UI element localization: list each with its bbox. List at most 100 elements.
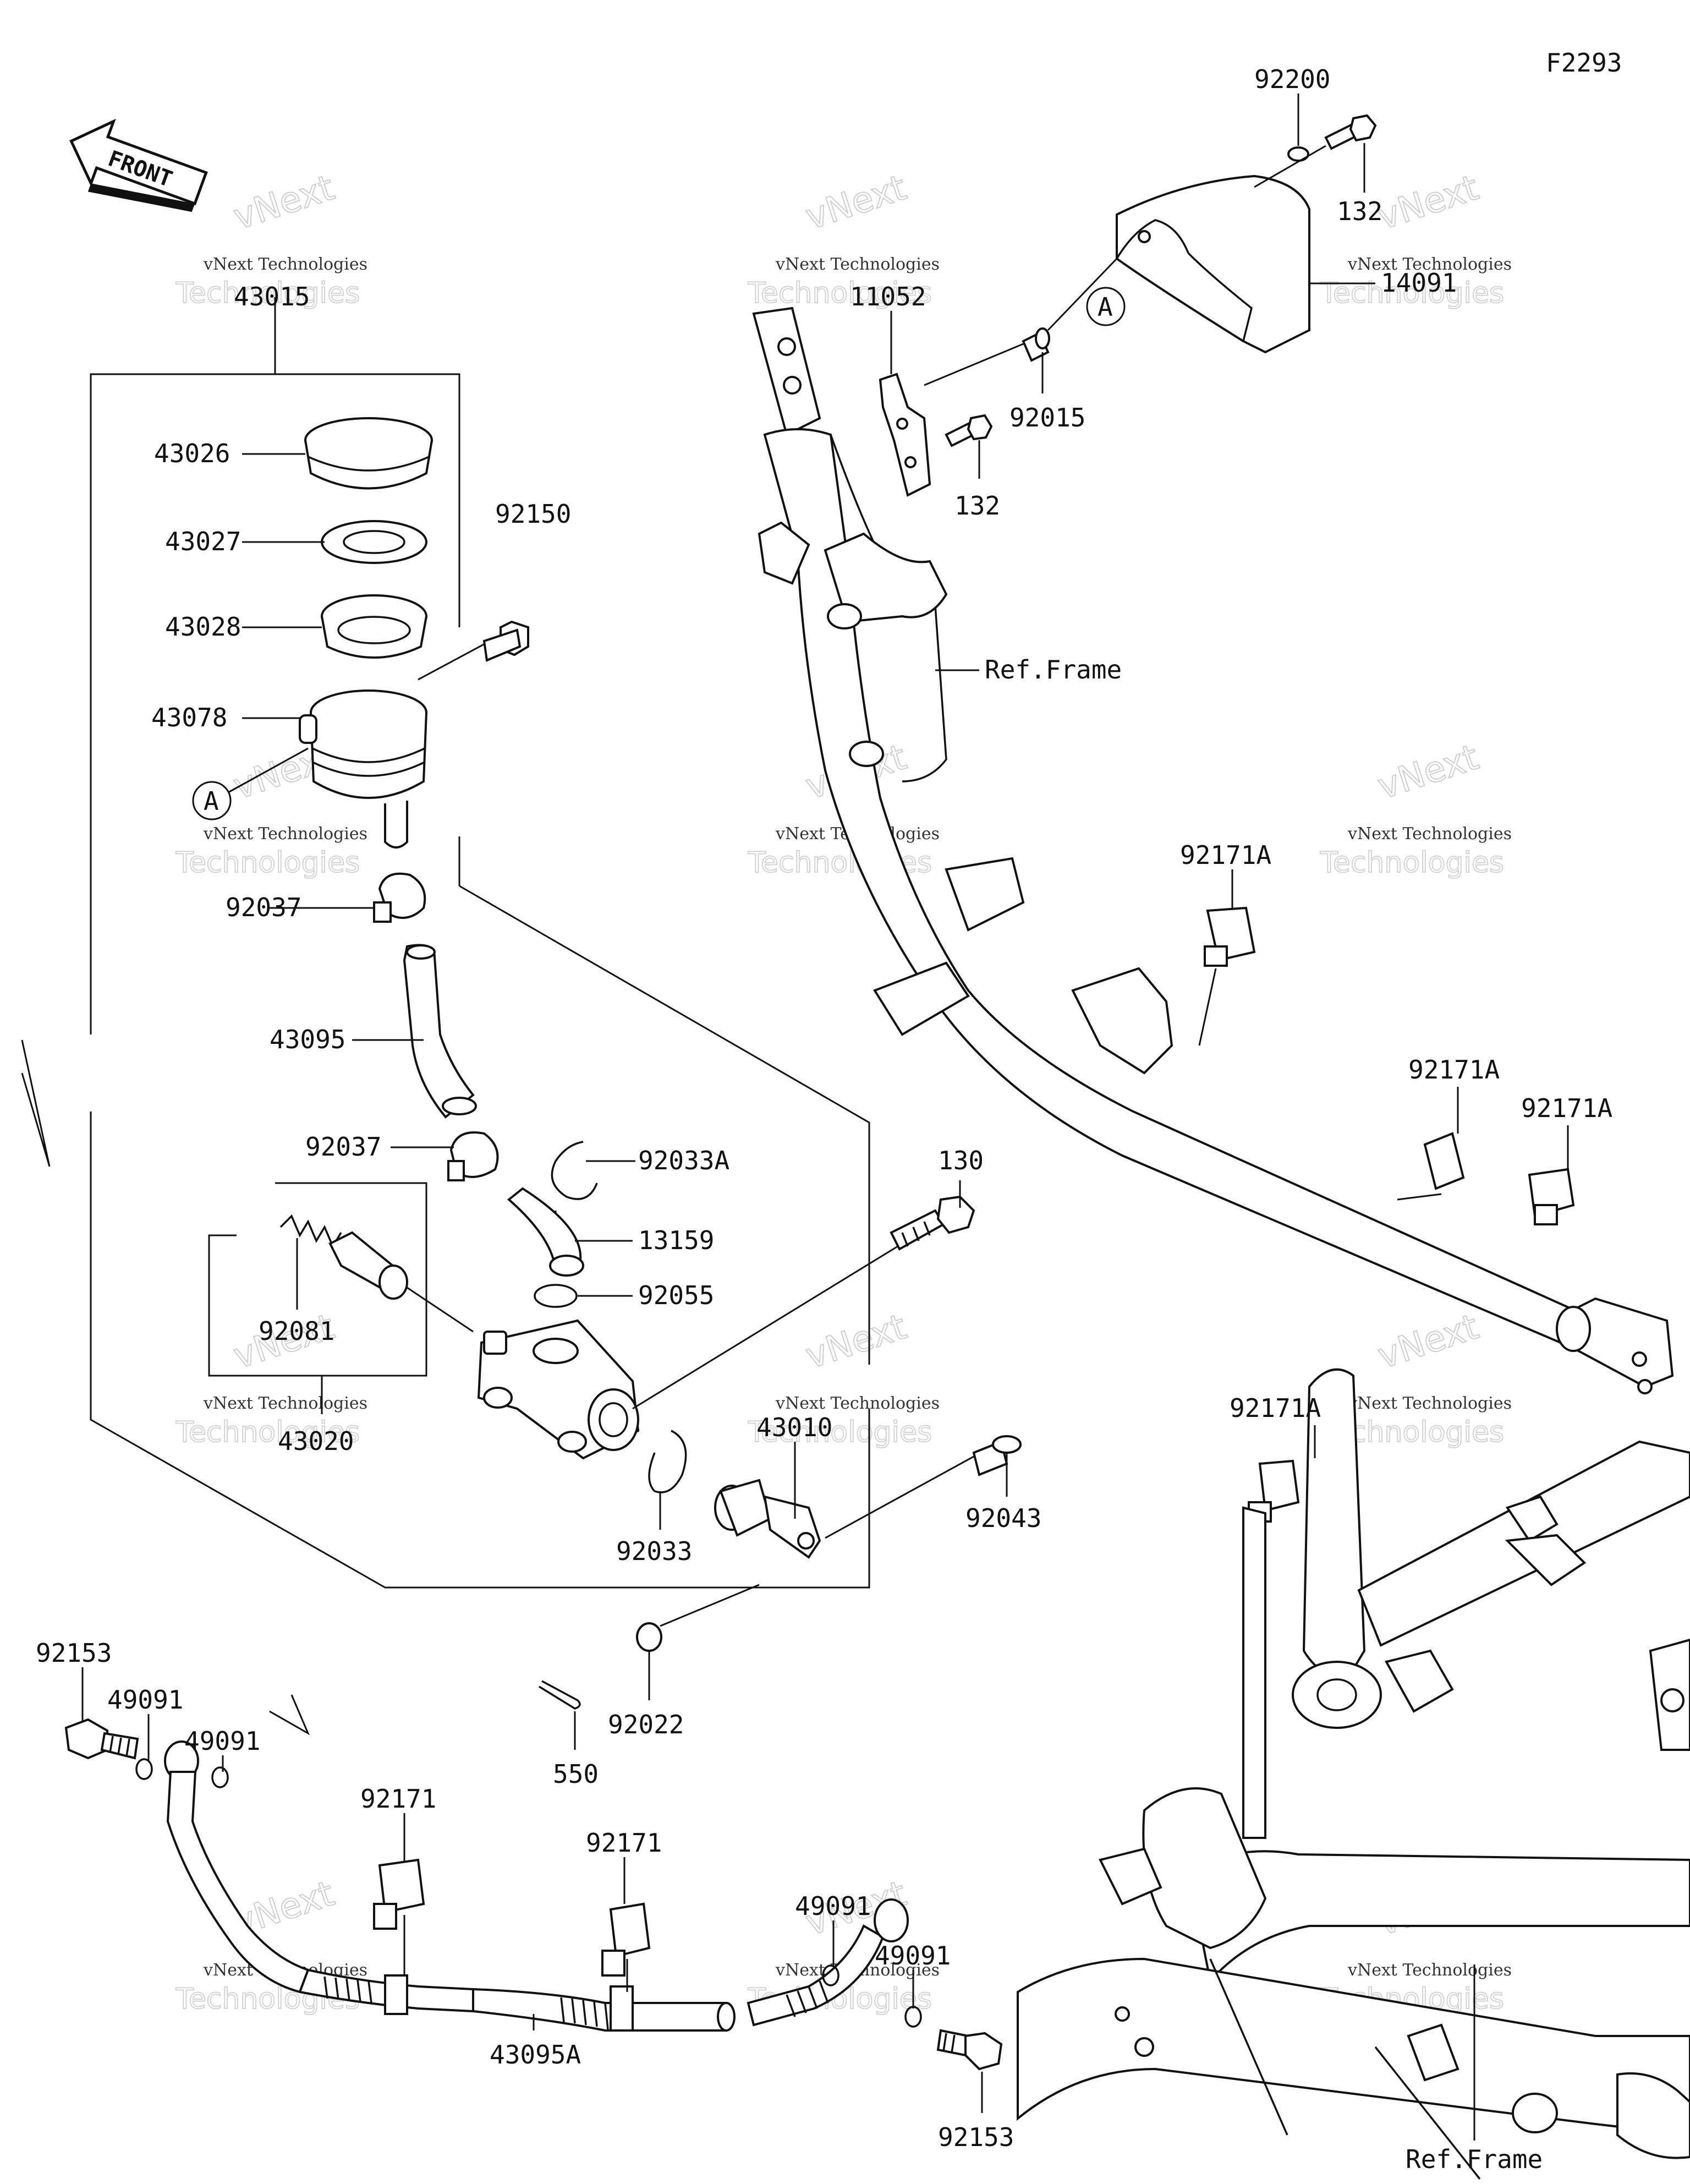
watermark: vNext Technologies vNext Technologies xyxy=(1319,736,1512,880)
label-43028: 43028 xyxy=(165,612,241,642)
front-arrow-icon: FRONT xyxy=(69,118,208,212)
label-92033A: 92033A xyxy=(638,1146,729,1175)
bolt-132-top xyxy=(1254,114,1377,188)
svg-text:vNext Technologies: vNext Technologies xyxy=(775,1394,940,1413)
circlip-92033 xyxy=(648,1430,687,1493)
svg-text:vNext: vNext xyxy=(801,167,912,238)
diaphragm-plate-43027 xyxy=(321,520,427,564)
figure-code: F2293 xyxy=(1546,48,1622,78)
label-132-mid: 132 xyxy=(954,491,1000,521)
washer-49091-b xyxy=(211,1766,229,1788)
svg-text:vNext Technologies: vNext Technologies xyxy=(203,1394,367,1413)
svg-text:vNext: vNext xyxy=(1373,737,1484,807)
washer-49091-c xyxy=(822,1964,839,1986)
label-43078: 43078 xyxy=(151,703,227,732)
master-cylinder-body xyxy=(477,1319,640,1460)
svg-text:vNext Technologies: vNext Technologies xyxy=(203,255,367,274)
label-92037-lower: 92037 xyxy=(305,1132,381,1162)
push-rod-43010 xyxy=(714,1443,996,1559)
clamp-92171A-1 xyxy=(1198,906,1256,1046)
clamp-92171-left xyxy=(373,1858,425,1975)
svg-text:vNext Technologies: vNext Technologies xyxy=(1347,255,1512,274)
label-43027: 43027 xyxy=(165,527,241,556)
label-49091-b: 49091 xyxy=(184,1726,260,1756)
svg-text:Technologies: Technologies xyxy=(748,277,932,310)
cutline-left xyxy=(21,1039,51,1167)
cotter-pin-550 xyxy=(539,1680,581,1710)
label-132-top: 132 xyxy=(1337,196,1382,226)
assembly-43020-frame xyxy=(208,1182,427,1414)
cover-14091 xyxy=(1116,174,1310,354)
collar-92015 xyxy=(924,258,1118,386)
svg-text:vNext Technologies: vNext Technologies xyxy=(1347,1394,1512,1413)
label-130: 130 xyxy=(938,1146,984,1175)
brake-hose-43095A xyxy=(164,1740,909,2032)
svg-text:Technologies: Technologies xyxy=(175,277,360,310)
label-43095: 43095 xyxy=(270,1025,345,1054)
label-43026: 43026 xyxy=(154,439,230,468)
piston-43020 xyxy=(328,1231,474,1333)
svg-text:Technologies: Technologies xyxy=(748,1416,932,1449)
label-92037-upper: 92037 xyxy=(226,893,301,922)
reservoir-hose-43095 xyxy=(403,944,477,1119)
label-92200: 92200 xyxy=(1254,64,1330,94)
circlip-92033A xyxy=(551,1141,598,1200)
label-43095A: 43095A xyxy=(490,2040,581,2070)
svg-text:vNext: vNext xyxy=(1373,1306,1484,1377)
pin-92043 xyxy=(972,1435,1022,1476)
label-11052: 11052 xyxy=(850,282,926,311)
part-labels: 43015 43026 43027 43028 43078 92037 4309… xyxy=(36,64,1612,2174)
svg-text:A: A xyxy=(204,786,219,816)
clamp-92171A-2 xyxy=(1397,1132,1465,1201)
banjo-bolt-92153-left xyxy=(64,1718,139,1760)
svg-text:Technologies: Technologies xyxy=(1320,846,1504,879)
label-92171-right: 92171 xyxy=(586,1828,662,1858)
washer-92022 xyxy=(636,1584,760,1652)
label-92055: 92055 xyxy=(638,1280,714,1310)
fitting-13159 xyxy=(507,1187,584,1277)
label-92043: 92043 xyxy=(965,1503,1041,1533)
label-92153-left: 92153 xyxy=(36,1638,112,1668)
svg-text:vNext: vNext xyxy=(229,167,339,238)
leader-lines xyxy=(81,94,1569,2141)
svg-text:A: A xyxy=(1098,292,1113,322)
diaphragm-43028 xyxy=(321,594,427,659)
bracket-11052 xyxy=(879,373,931,497)
label-92171A-4: 92171A xyxy=(1230,1393,1321,1423)
svg-text:Technologies: Technologies xyxy=(175,846,360,879)
hose-clamp-92037-lower xyxy=(447,1131,499,1181)
clamp-92171A-3 xyxy=(1528,1168,1575,1225)
label-43010: 43010 xyxy=(756,1413,832,1442)
svg-text:vNext: vNext xyxy=(1373,167,1484,238)
svg-text:vNext Technologies: vNext Technologies xyxy=(775,255,940,274)
label-92171-left: 92171 xyxy=(360,1784,436,1814)
label-550: 550 xyxy=(553,1759,599,1789)
label-92150: 92150 xyxy=(495,499,571,529)
label-ref-frame-lower: Ref.Frame xyxy=(1406,2144,1543,2174)
cutline-lower xyxy=(269,1694,310,1736)
clamp-92171-right xyxy=(601,1902,651,1992)
hose-clamp-92037-upper xyxy=(373,872,426,923)
label-92153-right: 92153 xyxy=(938,2122,1014,2152)
svg-text:vNext Technologies: vNext Technologies xyxy=(1347,824,1512,844)
label-92081: 92081 xyxy=(259,1316,334,1346)
assembly-43015-frame xyxy=(90,297,870,1589)
label-ref-frame-upper: Ref.Frame xyxy=(985,655,1122,685)
label-92022: 92022 xyxy=(608,1710,684,1739)
label-92171A-3: 92171A xyxy=(1521,1093,1612,1123)
bolt-92150 xyxy=(418,620,529,681)
callout-a-right: A xyxy=(1086,287,1126,326)
banjo-bolt-92153-right xyxy=(936,2029,1003,2071)
reservoir-43078 xyxy=(299,689,427,849)
label-49091-d: 49091 xyxy=(875,1941,951,1970)
frame-upper xyxy=(752,306,1674,1394)
washer-49091-a xyxy=(135,1758,153,1780)
label-92171A-1: 92171A xyxy=(1180,840,1271,870)
bolt-130 xyxy=(632,1195,975,1410)
label-92171A-2: 92171A xyxy=(1408,1055,1500,1085)
label-49091-c: 49091 xyxy=(795,1891,871,1921)
bolt-132-mid xyxy=(945,414,993,447)
svg-text:Technologies: Technologies xyxy=(1320,277,1504,310)
svg-text:vNext Technologies: vNext Technologies xyxy=(203,824,367,844)
